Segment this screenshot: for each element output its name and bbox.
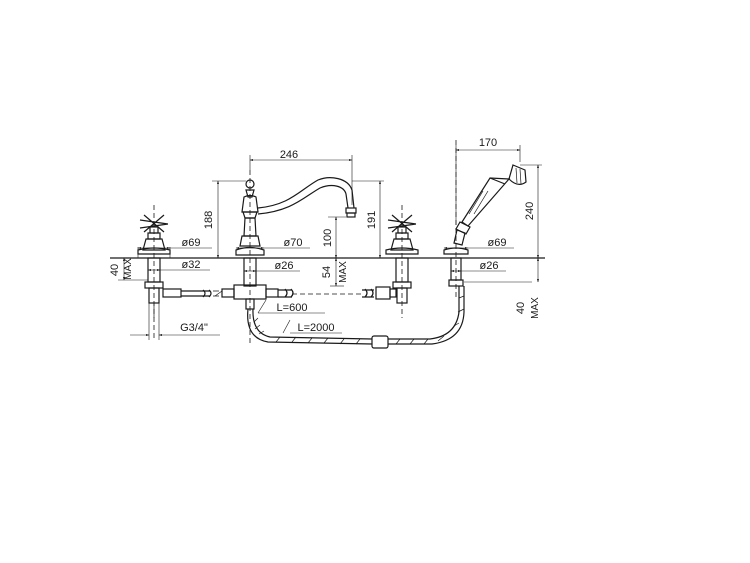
- dim-handshower-base-dia: ø69: [488, 237, 507, 249]
- dim-deck-max-center: 54: [321, 266, 333, 278]
- dim-valve-shank-dia: ø32: [182, 259, 201, 271]
- dim-spout-reach: 100: [322, 229, 334, 247]
- dim-spout-height: 191: [366, 211, 378, 229]
- dim-spout-base-dia: ø70: [284, 237, 303, 249]
- dim-spout-spacing: 246: [280, 149, 298, 161]
- dim-spout-shank-dia: ø26: [275, 260, 294, 272]
- dim-deck-max-right-unit: MAX: [530, 297, 541, 319]
- dim-deck-max-left-unit: MAX: [123, 258, 134, 280]
- dim-long-hose-length: L=2000: [297, 322, 334, 334]
- dimension-labels: 246 170 188 191 100 240 40 MAX 54 MAX 40…: [109, 137, 541, 334]
- dim-handshower-shank-dia: ø26: [480, 260, 499, 272]
- dim-valve-height: 188: [203, 211, 215, 229]
- dim-deck-max-right: 40: [515, 302, 527, 314]
- left-valve: [137, 205, 171, 340]
- dim-deck-max-left: 40: [109, 264, 121, 276]
- dimension-lines: [118, 145, 542, 340]
- dim-handshower-offset: 170: [479, 137, 497, 149]
- dim-valve-base-dia: ø69: [182, 237, 201, 249]
- right-valve: [385, 205, 419, 318]
- dim-handshower-height: 240: [524, 202, 536, 220]
- under-deck-piping: [162, 284, 465, 349]
- dim-short-hose-length: L=600: [277, 302, 308, 314]
- dim-deck-max-center-unit: MAX: [338, 261, 349, 283]
- dim-connection-thread: G3/4": [180, 322, 208, 334]
